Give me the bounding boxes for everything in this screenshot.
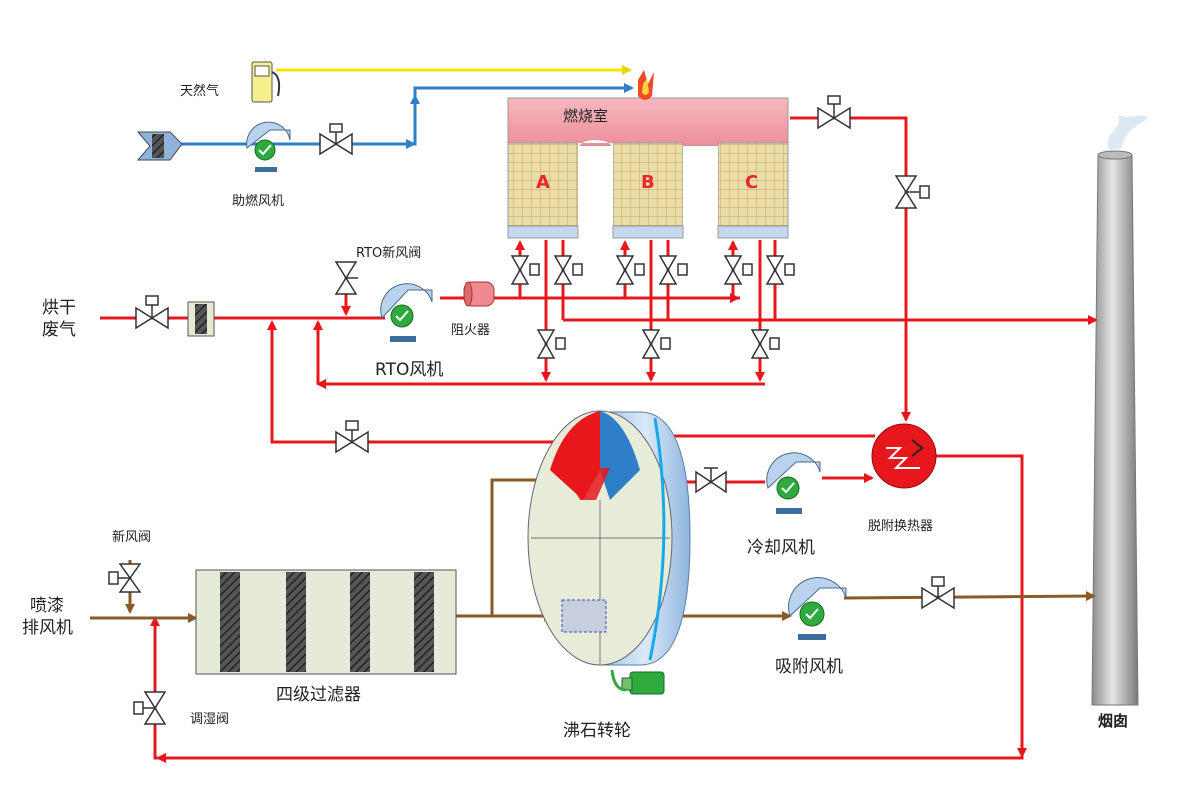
natural-gas-label: 天然气 — [180, 83, 219, 99]
bed-a-outlet-valve-icon[interactable] — [553, 255, 583, 285]
drying-exhaust-label-line1: 烘干 — [42, 298, 76, 318]
drying-exhaust-label-line2: 废气 — [42, 320, 76, 340]
bed-a-inlet-valve-icon[interactable] — [510, 255, 540, 285]
combustion-chamber-label: 燃烧室 — [563, 107, 608, 125]
chimney-label: 烟囱 — [1098, 712, 1128, 730]
four-stage-filter-label: 四级过滤器 — [276, 685, 361, 705]
bed-a — [507, 142, 579, 229]
cooling-fan-icon — [766, 452, 821, 514]
bed-a-label: A — [536, 172, 550, 193]
bed-c-inlet-valve-icon[interactable] — [723, 255, 753, 285]
hx-inlet-valve-icon[interactable] — [894, 175, 930, 209]
cooling-fan-label: 冷却风机 — [747, 538, 815, 558]
bed-c — [717, 142, 789, 229]
combustion-fan-icon — [246, 121, 291, 172]
humidity-damper-label: 调湿阀 — [190, 712, 229, 727]
natural-gas-dispenser-icon — [251, 61, 281, 103]
labels: 天然气 助燃风机 RTO新风阀 烘干 废气 阻火器 RTO风机 脱附换热器 冷却… — [22, 83, 1128, 741]
humidity-valve-icon[interactable] — [133, 691, 167, 725]
chamber-outlet-valve-icon[interactable] — [817, 95, 851, 130]
spray-fan-label-line1: 喷漆 — [30, 596, 64, 616]
combustion-chamber — [507, 97, 789, 147]
smoke-icon — [1107, 115, 1148, 150]
desorption-heat-exchanger-icon — [871, 423, 937, 489]
zeolite-rotor — [527, 410, 691, 695]
gas-and-air-lines — [180, 65, 634, 149]
rto-fan-label: RTO风机 — [375, 360, 443, 380]
zeolite-rotor-label: 沸石转轮 — [563, 721, 631, 741]
adsorption-outlet-valve-icon[interactable] — [921, 576, 955, 610]
valves — [108, 95, 955, 725]
chimney — [1091, 115, 1148, 706]
combustion-air-valve-icon[interactable] — [319, 123, 353, 156]
four-stage-filter — [195, 569, 457, 675]
drying-exhaust-filter-icon — [187, 301, 215, 337]
burner-flame-icon — [638, 70, 654, 100]
rto-fresh-damper-label: RTO新风阀 — [356, 245, 421, 261]
rto-fresh-air-valve-icon[interactable] — [334, 261, 358, 295]
bed-b-outlet-valve-icon[interactable] — [658, 255, 688, 285]
rto-combustion-unit: 燃烧室 A B C — [507, 70, 789, 239]
desorption-hx-label: 脱附换热器 — [868, 519, 933, 534]
flame-arrester-label: 阻火器 — [451, 323, 490, 338]
adsorption-fan-icon — [788, 577, 847, 640]
drying-exhaust-valve-icon[interactable] — [135, 295, 169, 330]
flame-arrester-icon — [463, 281, 495, 307]
bed-c-label: C — [745, 172, 758, 193]
intake-filter-icon — [136, 131, 183, 161]
bed-c-purge-valve-icon[interactable] — [750, 329, 780, 359]
rotor-motor-icon — [610, 669, 665, 695]
spray-fan-label-line2: 排风机 — [22, 618, 73, 638]
bed-a-purge-valve-icon[interactable] — [536, 329, 566, 359]
rto-fan-icon — [380, 283, 433, 342]
bed-b-label: B — [641, 172, 655, 193]
combustion-fan-label: 助燃风机 — [232, 193, 284, 209]
bed-c-outlet-valve-icon[interactable] — [765, 255, 795, 285]
bed-b-purge-valve-icon[interactable] — [641, 329, 671, 359]
adsorption-fan-label: 吸附风机 — [775, 657, 843, 677]
bed-b-inlet-valve-icon[interactable] — [615, 255, 645, 285]
cooling-valve-icon[interactable] — [695, 467, 727, 494]
rotor-return-valve-icon[interactable] — [335, 420, 369, 454]
fresh-damper-label: 新风阀 — [112, 529, 151, 545]
fresh-air-valve-icon[interactable] — [108, 563, 142, 593]
bed-b — [612, 142, 684, 229]
